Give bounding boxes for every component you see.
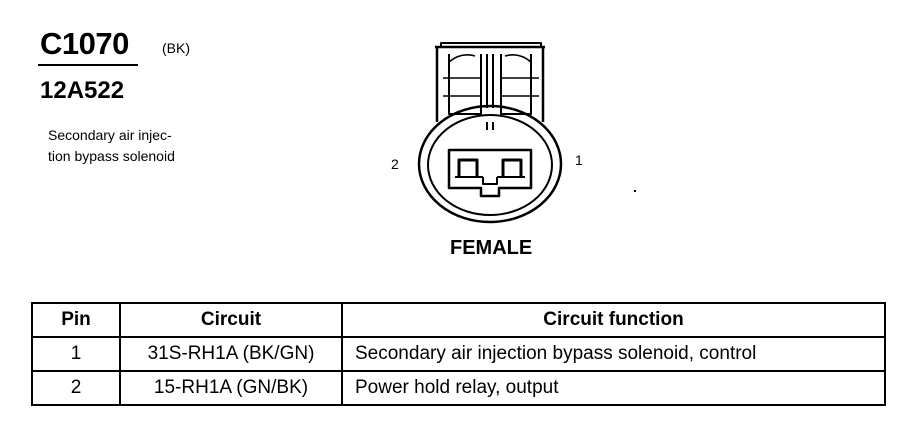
cell-pin: 1	[31, 336, 121, 372]
latch-curve-right	[504, 54, 532, 63]
cell-circuit-function: Power hold relay, output	[341, 370, 886, 406]
pin-label-1: 1	[575, 152, 583, 168]
connector-id-underline	[38, 64, 138, 66]
connector-face-drawing	[417, 42, 563, 224]
header-circuit-function: Circuit function	[341, 302, 886, 338]
connector-color-code: (BK)	[162, 40, 190, 56]
connector-gender: FEMALE	[450, 237, 533, 259]
latch-tab-left	[448, 54, 482, 115]
cell-circuit: 31S-RH1A (BK/GN)	[119, 336, 343, 372]
cell-pin: 2	[31, 370, 121, 406]
header-circuit: Circuit	[119, 302, 343, 338]
terminal-pin-2	[457, 158, 479, 177]
description-line-2: tion bypass solenoid	[48, 148, 175, 164]
table-header-row: Pin Circuit Circuit function	[31, 302, 886, 338]
latch-curve-left	[448, 54, 476, 63]
connector-body-inner	[427, 114, 553, 216]
latch-center-slot	[486, 54, 494, 108]
table-row: 2 15-RH1A (GN/BK) Power hold relay, outp…	[31, 370, 886, 406]
terminal-cavity	[447, 148, 533, 198]
cell-circuit: 15-RH1A (GN/BK)	[119, 370, 343, 406]
part-number: 12A522	[40, 77, 125, 104]
table-row: 1 31S-RH1A (BK/GN) Secondary air injecti…	[31, 336, 886, 372]
latch-stem	[486, 122, 494, 130]
stray-mark	[634, 190, 636, 192]
latch-detail-right	[501, 77, 539, 97]
connector-description: Secondary air injec- tion bypass solenoi…	[48, 125, 175, 167]
latch-tab-right	[500, 54, 532, 115]
center-rib	[482, 177, 498, 185]
latch-top-bar	[440, 42, 542, 48]
connector-id: C1070	[40, 26, 129, 61]
pinout-table: Pin Circuit Circuit function 1 31S-RH1A …	[31, 302, 886, 406]
terminal-pin-1	[501, 158, 523, 177]
cell-circuit-function: Secondary air injection bypass solenoid,…	[341, 336, 886, 372]
connector-body-outer	[417, 104, 563, 224]
description-line-1: Secondary air injec-	[48, 127, 172, 143]
latch-detail-left	[443, 77, 481, 97]
pin-label-2: 2	[391, 156, 399, 172]
latch-housing	[435, 45, 545, 122]
header-pin: Pin	[31, 302, 121, 338]
